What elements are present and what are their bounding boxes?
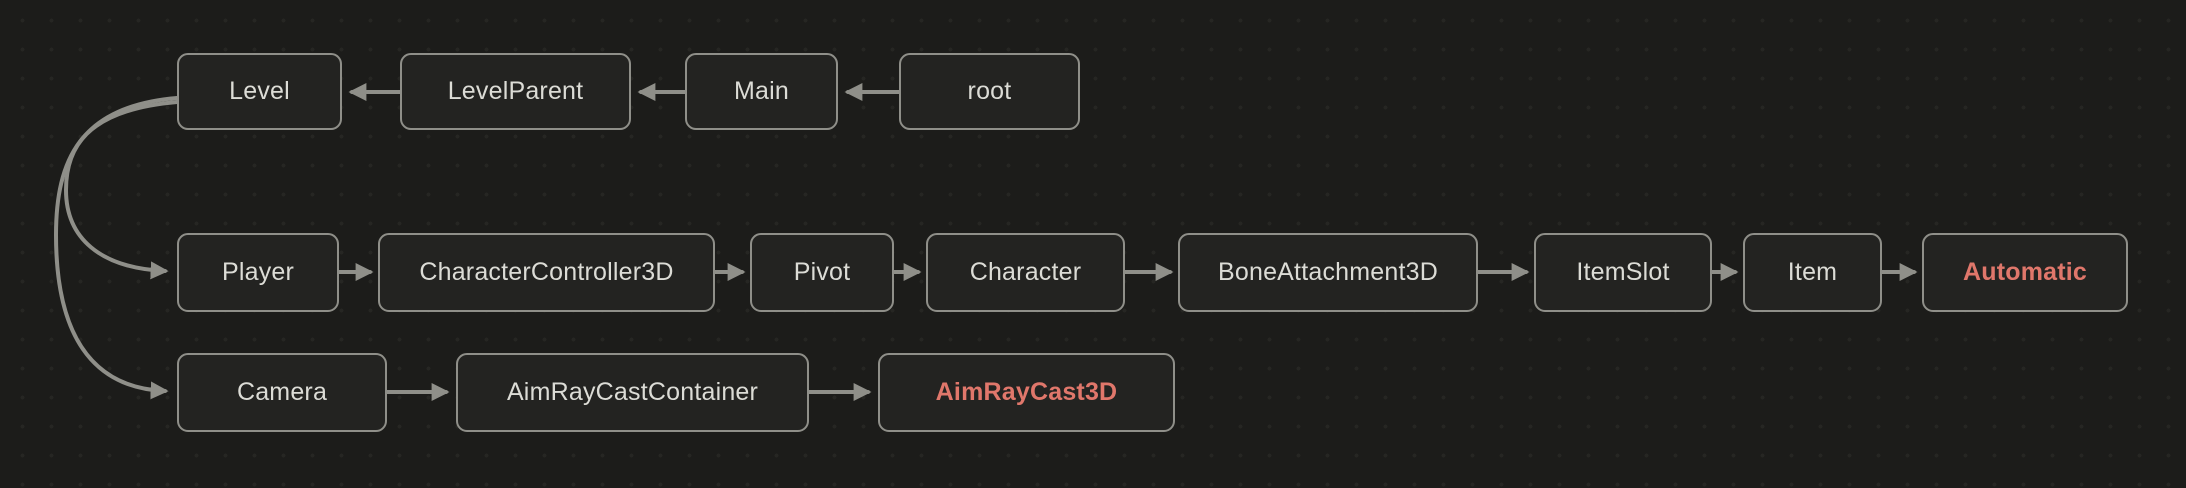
edge-level-camera — [53, 96, 179, 400]
node-character[interactable]: Character — [926, 233, 1125, 312]
node-player[interactable]: Player — [177, 233, 339, 312]
node-label: Automatic — [1962, 258, 2088, 286]
edge-level-player — [63, 100, 179, 280]
node-label: Camera — [236, 378, 328, 406]
node-main[interactable]: Main — [685, 53, 838, 130]
node-label: Player — [221, 258, 295, 286]
node-label: root — [967, 77, 1012, 105]
node-root[interactable]: root — [899, 53, 1080, 130]
node-charactercontroller3d[interactable]: CharacterController3D — [378, 233, 715, 312]
node-label: LevelParent — [447, 77, 584, 105]
node-label: BoneAttachment3D — [1218, 258, 1438, 286]
node-camera[interactable]: Camera — [177, 353, 387, 432]
node-aimraycast3d[interactable]: AimRayCast3D — [878, 353, 1175, 432]
node-levelparent[interactable]: LevelParent — [400, 53, 631, 130]
node-label: AimRayCast3D — [935, 378, 1118, 406]
node-aimraycastcontainer[interactable]: AimRayCastContainer — [456, 353, 809, 432]
node-label: ItemSlot — [1576, 258, 1670, 286]
node-label: Pivot — [793, 258, 851, 286]
node-itemslot[interactable]: ItemSlot — [1534, 233, 1712, 312]
node-label: CharacterController3D — [419, 258, 674, 286]
node-label: Character — [969, 258, 1082, 286]
node-label: Level — [229, 77, 290, 105]
node-label: AimRayCastContainer — [506, 378, 759, 406]
node-automatic[interactable]: Automatic — [1922, 233, 2128, 312]
node-label: Item — [1787, 258, 1838, 286]
node-boneattachment3d[interactable]: BoneAttachment3D — [1178, 233, 1478, 312]
node-label: Main — [734, 77, 789, 105]
node-level[interactable]: Level — [177, 53, 342, 130]
node-pivot[interactable]: Pivot — [750, 233, 894, 312]
node-item[interactable]: Item — [1743, 233, 1882, 312]
